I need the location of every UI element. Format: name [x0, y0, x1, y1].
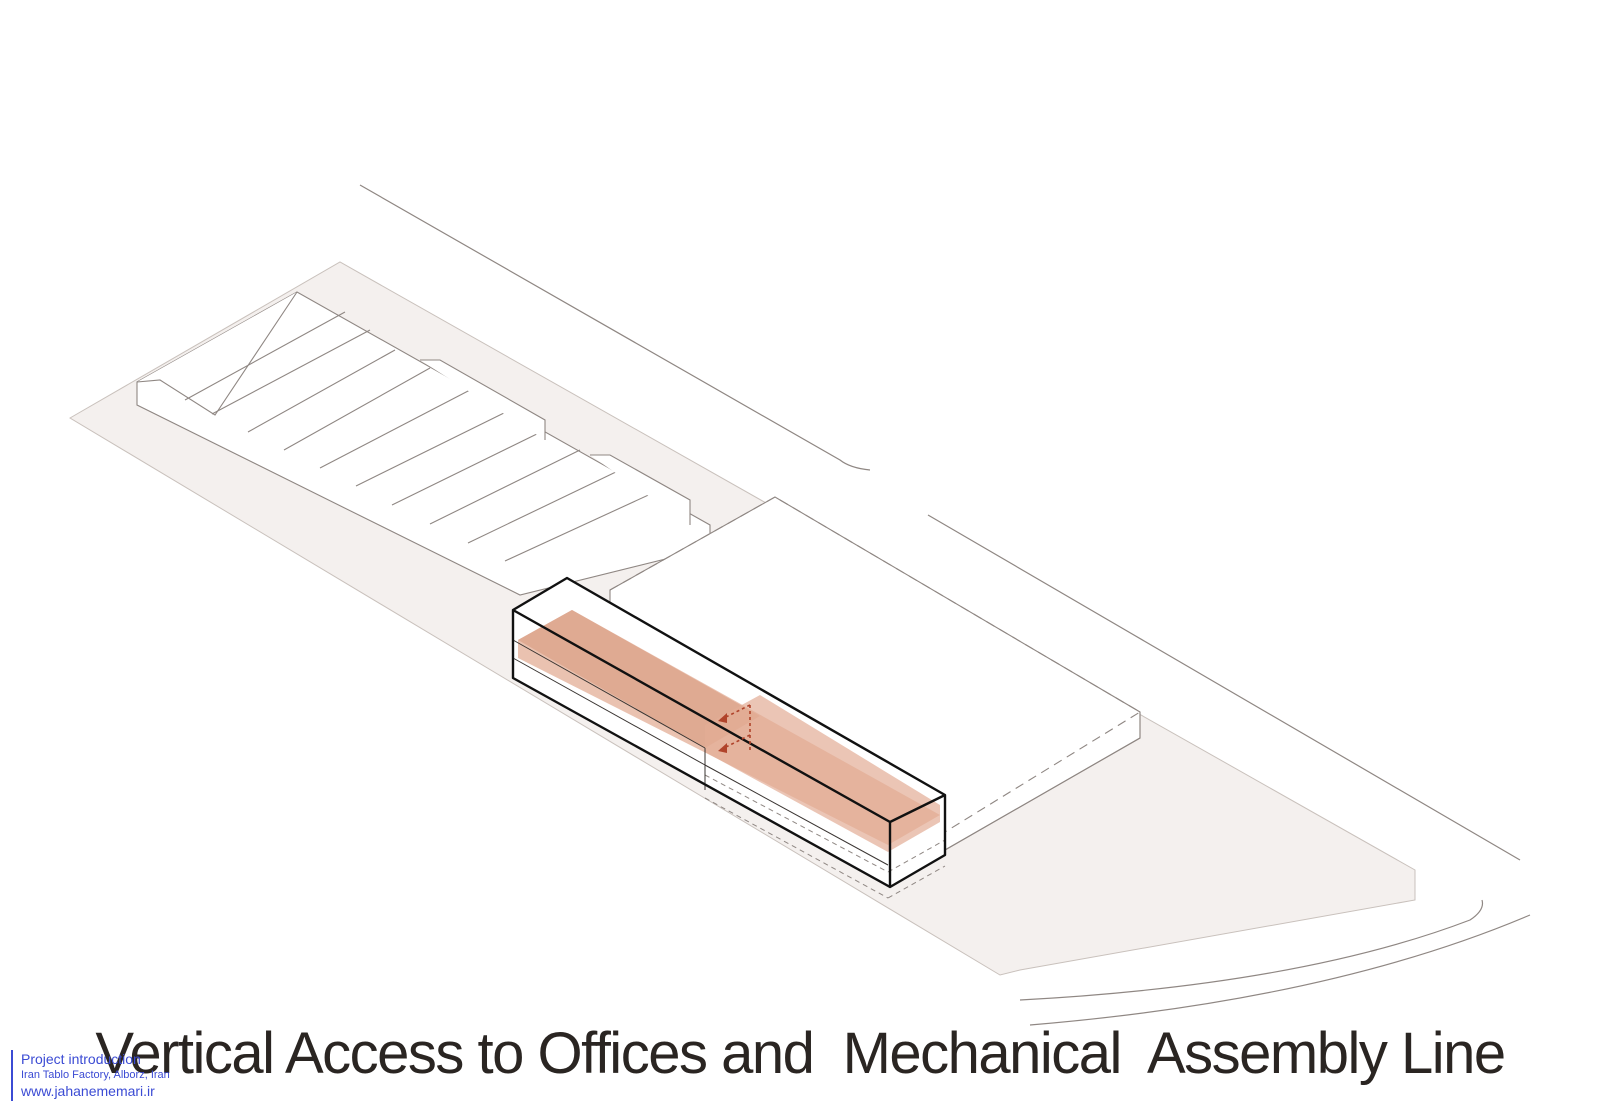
- existing-factory: [136, 291, 711, 596]
- arrowheads: [718, 713, 727, 753]
- watermark-project: Iran Tablo Factory, Alborz, Iran: [21, 1069, 170, 1082]
- office-block-outline: [511, 576, 947, 889]
- watermark: Project introduction Iran Tablo Factory,…: [11, 1050, 170, 1101]
- watermark-url[interactable]: www.jahanememari.ir: [21, 1083, 155, 1100]
- diagram-caption: Vertical Access to Offices and Mechanica…: [95, 1021, 1506, 1086]
- watermark-title: Project introduction: [21, 1051, 141, 1067]
- street-lines: [359, 184, 1531, 1026]
- office-floor-right: [705, 695, 940, 852]
- office-block: [511, 576, 947, 899]
- vertical-access-arrows: [719, 704, 751, 752]
